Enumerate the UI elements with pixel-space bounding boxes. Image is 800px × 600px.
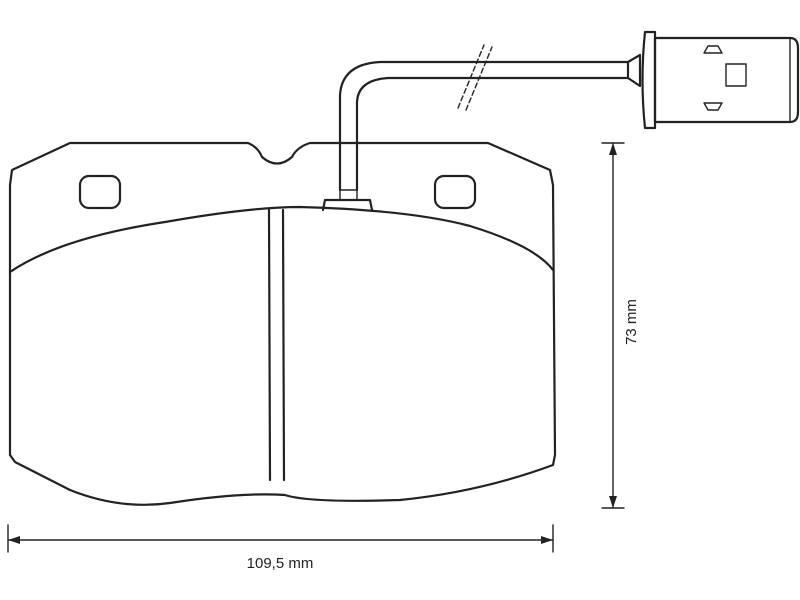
sensor-cable-outer <box>338 60 630 192</box>
friction-material-top-edge <box>8 205 555 274</box>
connector-latch-bottom <box>703 102 723 111</box>
connector-window <box>725 63 747 87</box>
mounting-hole-left <box>78 174 122 210</box>
connector-body <box>653 36 800 124</box>
mounting-hole-right <box>433 174 477 210</box>
wear-sensor-clip <box>321 198 374 212</box>
center-groove-left <box>267 208 272 482</box>
height-arrow-top <box>609 143 617 155</box>
width-arrow-right <box>541 536 553 544</box>
connector-cone <box>626 53 642 88</box>
height-arrow-bottom <box>609 496 617 508</box>
connector-latch-top <box>703 45 723 54</box>
cable-break-mark-1 <box>457 44 485 109</box>
backing-plate-outline <box>8 141 557 506</box>
sensor-cable-inner <box>355 76 630 192</box>
height-dimension-label: 73 mm <box>623 299 640 345</box>
connector-flange <box>641 30 657 130</box>
cable-break-mark-2 <box>465 46 493 111</box>
width-dimension: 109,5 mm <box>7 524 554 572</box>
width-dimension-label: 109,5 mm <box>247 555 314 572</box>
center-groove-right <box>281 208 286 482</box>
wear-sensor-clip-neck <box>339 189 358 201</box>
width-arrow-left <box>8 536 20 544</box>
height-dimension: 73 mm <box>601 142 640 509</box>
